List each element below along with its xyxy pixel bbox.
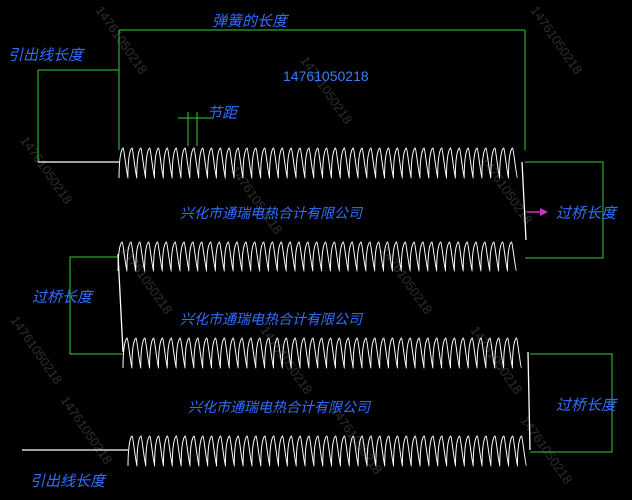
watermark-text: 14761050218 xyxy=(18,133,76,207)
bridge-wire-right-1 xyxy=(521,161,527,241)
coil-row-4 xyxy=(127,435,527,467)
bridge-right-2-label: 过桥长度 xyxy=(556,396,618,414)
coil-row-2 xyxy=(117,241,517,272)
spring-length-label: 弹簧的长度 xyxy=(212,12,289,30)
bridge-wire-right-2 xyxy=(527,351,531,451)
bridge-right-1-label: 过桥长度 xyxy=(556,204,618,222)
watermark-text: 14761050218 xyxy=(468,323,526,397)
watermark-text: 14761050218 xyxy=(298,53,356,127)
watermark-text: 14761050218 xyxy=(118,243,176,317)
watermark-text: 14761050218 xyxy=(228,163,286,237)
company-name-2: 兴化市通瑞电热合计有限公司 xyxy=(180,312,364,328)
coil-row-1 xyxy=(118,147,518,179)
watermark-text: 14761050218 xyxy=(518,413,576,487)
bridge-left-label: 过桥长度 xyxy=(32,288,94,306)
pitch-label: 节距 xyxy=(207,104,240,122)
arrow-icon xyxy=(527,208,548,216)
watermark-text: 14761050218 xyxy=(378,243,436,317)
wires xyxy=(22,161,531,451)
bridge-right-2-bracket xyxy=(530,353,613,453)
watermark-text: 14761050218 xyxy=(93,3,151,77)
company-name-1: 兴化市通瑞电热合计有限公司 xyxy=(180,206,364,222)
bridge-wire-left xyxy=(117,253,124,353)
bridge-right-1-bracket xyxy=(525,161,604,259)
bridge-left-bracket xyxy=(69,256,123,355)
watermark-text: 14761050218 xyxy=(258,323,316,397)
watermark-text: 14761050218 xyxy=(8,313,66,387)
watermark-text: 14761050218 xyxy=(528,3,586,77)
company-name-3: 兴化市通瑞电热合计有限公司 xyxy=(188,400,372,416)
dimension-lines xyxy=(37,29,613,453)
phone-number: 14761050218 xyxy=(283,68,369,84)
lead-length-top-label: 引出线长度 xyxy=(8,46,85,64)
lead-length-bottom-label: 引出线长度 xyxy=(30,472,107,490)
coil-row-3 xyxy=(122,337,522,369)
watermark-text: 14761050218 xyxy=(58,393,116,467)
